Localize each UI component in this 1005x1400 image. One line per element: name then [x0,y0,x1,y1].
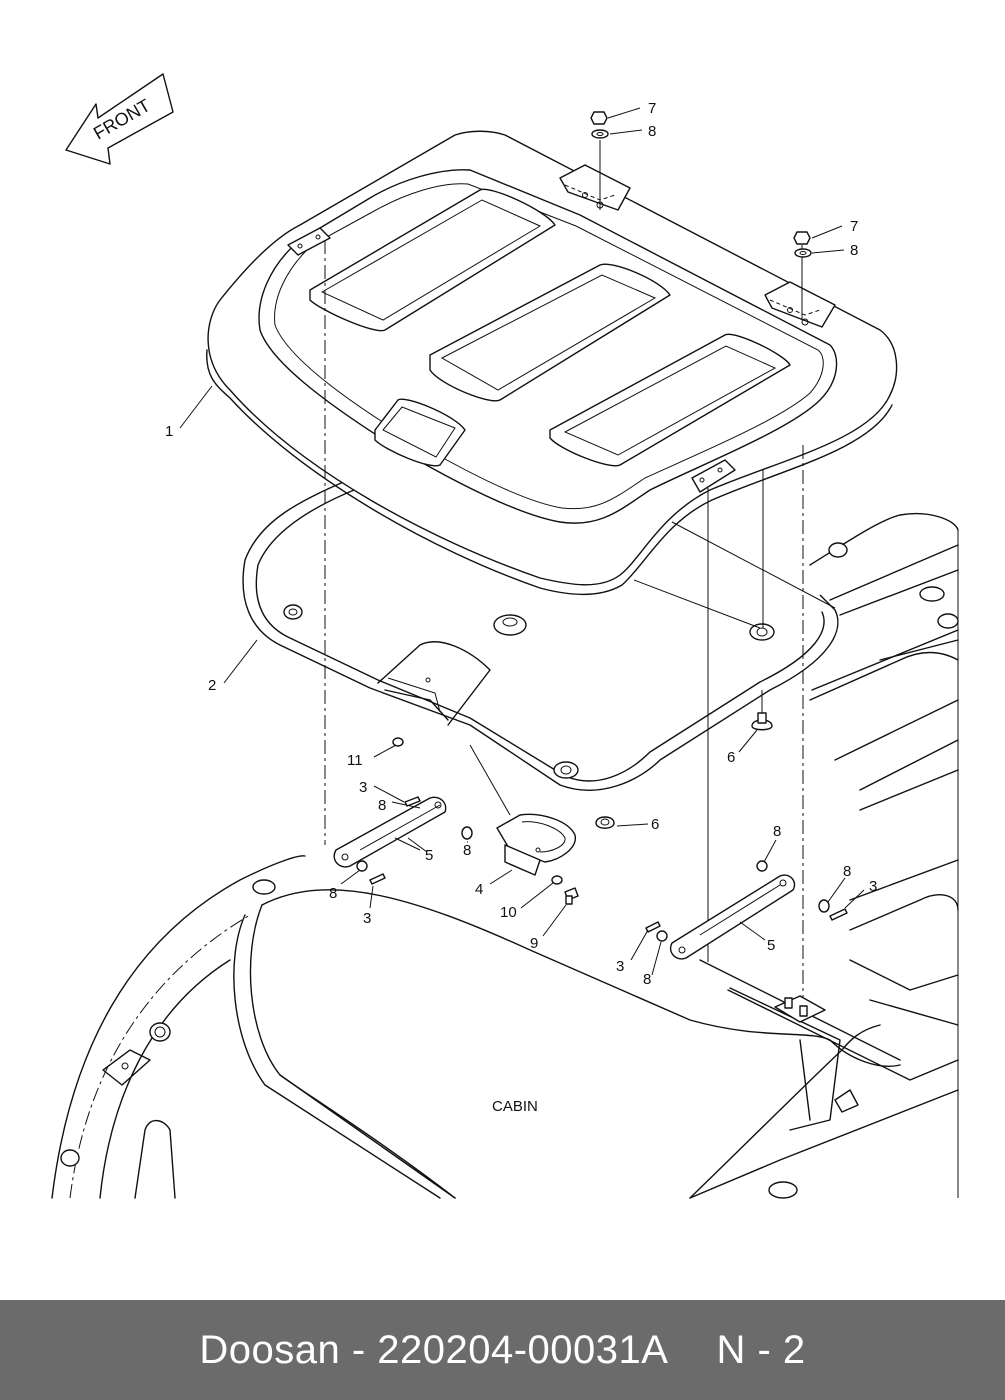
callout-8h: 8 [643,971,651,988]
callout-6b: 6 [727,749,735,766]
callout-5a: 5 [425,847,433,864]
callout-1: 1 [165,423,173,440]
callout-8c: 8 [378,797,386,814]
callout-11: 11 [347,752,363,769]
front-arrow: FRONT [65,73,174,165]
footer-bar: Doosan - 220204-00031A N - 2 [0,1300,1005,1400]
callout-8e: 8 [329,885,337,902]
callout-7b: 7 [850,218,858,235]
callout-2: 2 [208,677,216,694]
cabin-label: CABIN [492,1098,538,1115]
callout-8d: 8 [463,842,471,859]
callout-8f: 8 [773,823,781,840]
callout-6a: 6 [651,816,659,833]
page-number-label: N - 2 [716,1327,806,1372]
part-number-label: Doosan - 220204-00031A [199,1327,669,1372]
callout-8g: 8 [843,863,851,880]
callout-9: 9 [530,935,538,952]
callouts: 1 2 7 8 7 8 11 3 8 8 5 8 3 4 10 9 6 6 8 … [165,100,877,1115]
callout-7a: 7 [648,100,656,117]
callout-3a: 3 [359,779,367,796]
callout-3c: 3 [869,878,877,895]
cabin-frame [51,513,959,1199]
part-2-trim-panel [242,474,839,791]
leader-lines [179,107,865,976]
parts-diagram: FRONT [51,73,959,1199]
callout-8b: 8 [850,242,858,259]
alignment-lines [324,140,836,1010]
callout-5b: 5 [767,937,775,954]
hardware [333,111,848,1023]
callout-3d: 3 [616,958,624,975]
callout-8a: 8 [648,123,656,140]
part-1-roof-cover [206,130,898,596]
callout-3b: 3 [363,910,371,927]
callout-4: 4 [475,881,483,898]
callout-10: 10 [500,904,517,921]
